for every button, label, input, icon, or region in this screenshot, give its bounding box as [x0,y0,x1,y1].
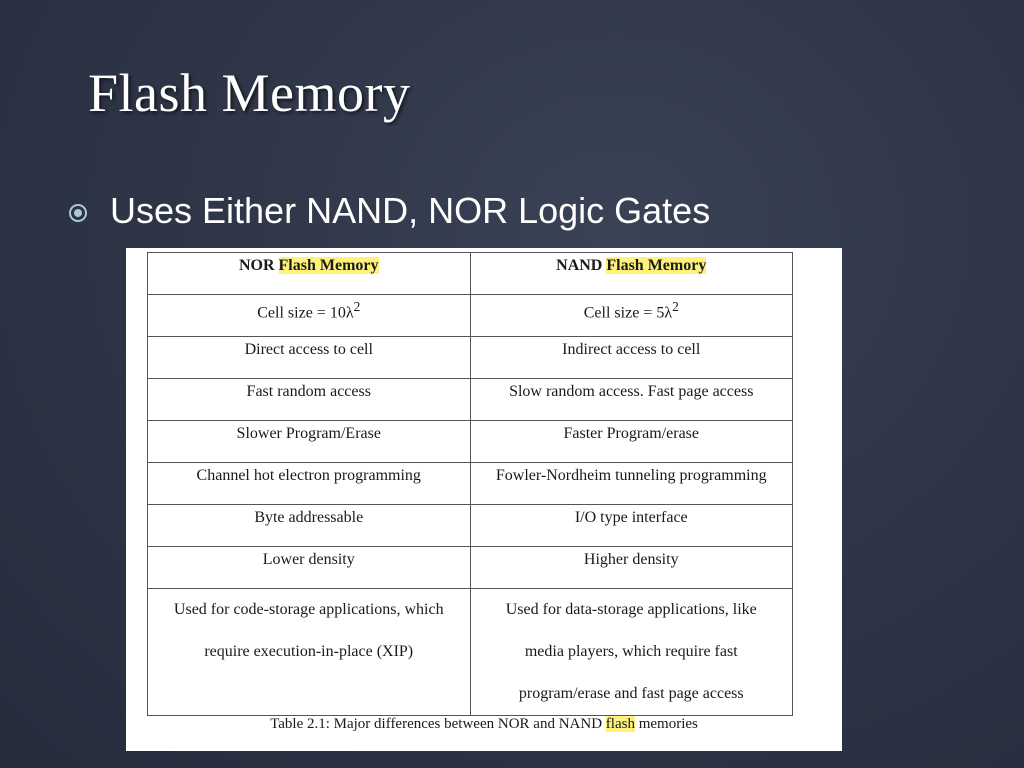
cell-nand: Faster Program/erase [469,420,793,463]
table-row: Fast random access Slow random access. F… [147,378,793,421]
cell-nand: Slow random access. Fast page access [469,378,793,421]
cell-nand: Cell size = 5λ2 [469,294,793,337]
table-caption: Table 2.1: Major differences between NOR… [270,716,698,732]
header-nor: NOR Flash Memory [147,252,471,295]
cell-nand: Fowler-Nordheim tunneling programming [469,462,793,505]
table-row: Byte addressable I/O type interface [147,504,793,547]
cell-nor: Cell size = 10λ2 [147,294,471,337]
table-row: Used for code-storage applications, whic… [147,588,793,716]
cell-nor: Lower density [147,546,471,589]
comparison-table-image: NOR Flash Memory NAND Flash Memory Cell … [126,248,842,751]
cell-nor: Direct access to cell [147,336,471,379]
cell-nor: Fast random access [147,378,471,421]
cell-nor: Channel hot electron programming [147,462,471,505]
table-row: Direct access to cell Indirect access to… [147,336,793,379]
slide-title: Flash Memory [88,63,411,123]
bullet-text: Uses Either NAND, NOR Logic Gates [110,190,711,231]
cell-nand: Indirect access to cell [469,336,793,379]
circle-dot-icon [69,204,87,222]
header-nand: NAND Flash Memory [469,252,793,295]
table-row: Slower Program/Erase Faster Program/eras… [147,420,793,463]
cell-nand: I/O type interface [469,504,793,547]
cell-nor: Byte addressable [147,504,471,547]
table-row: Cell size = 10λ2 Cell size = 5λ2 [147,294,793,337]
table-row: Channel hot electron programming Fowler-… [147,462,793,505]
bullet-item: Uses Either NAND, NOR Logic Gates [68,190,710,232]
cell-nand: Higher density [469,546,793,589]
cell-nand: Used for data-storage applications, like… [469,588,793,716]
cell-nor: Slower Program/Erase [147,420,471,463]
table-row: Lower density Higher density [147,546,793,589]
comparison-table: NOR Flash Memory NAND Flash Memory Cell … [147,252,793,716]
cell-nor: Used for code-storage applications, whic… [147,588,471,716]
table-header-row: NOR Flash Memory NAND Flash Memory [147,252,793,295]
